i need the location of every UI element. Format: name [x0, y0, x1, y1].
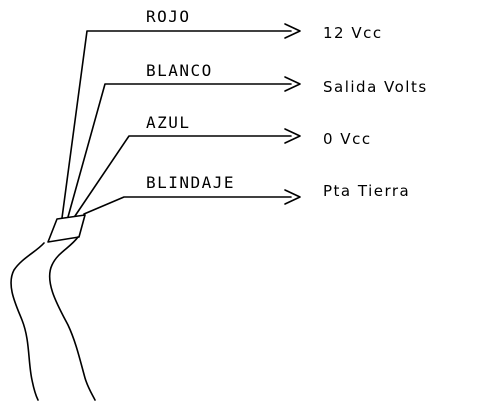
wire-blindaje: BLINDAJE Pta Tierra — [83, 173, 410, 215]
destination-label: 12 Vcc — [323, 24, 383, 42]
wire-blanco: BLANCO Salida Volts — [67, 61, 428, 218]
wire-rojo: ROJO 12 Vcc — [61, 7, 383, 219]
destination-label: 0 Vcc — [323, 130, 372, 148]
wire-label: ROJO — [146, 7, 191, 26]
destination-label: Salida Volts — [323, 78, 428, 96]
wire-azul: AZUL 0 Vcc — [74, 113, 372, 217]
arrow-head-icon — [284, 23, 301, 39]
destination-label: Pta Tierra — [323, 182, 410, 200]
wire-label: AZUL — [146, 113, 191, 132]
arrow-head-icon — [284, 76, 301, 92]
arrow-head-icon — [284, 189, 301, 205]
wire-line — [74, 135, 292, 217]
arrow-head-icon — [284, 128, 301, 144]
wire-line — [61, 30, 292, 219]
wire-line — [67, 83, 292, 218]
wire-label: BLANCO — [146, 61, 213, 80]
wire-line — [83, 196, 292, 215]
cable-jacket — [10, 214, 96, 401]
wire-label: BLINDAJE — [146, 173, 235, 192]
